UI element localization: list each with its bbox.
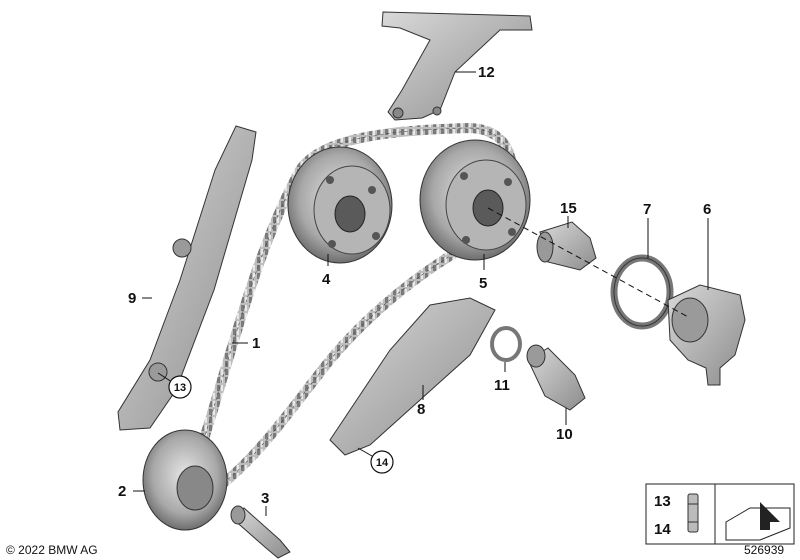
callout-8: 8 <box>417 401 425 418</box>
callout-15: 15 <box>560 200 577 217</box>
tensioner-rail-part-9 <box>117 125 257 431</box>
callout-2: 2 <box>118 483 126 500</box>
copyright-text: © 2022 BMW AG <box>6 543 98 557</box>
leader-lines <box>133 71 709 516</box>
callout-12: 12 <box>478 64 495 81</box>
timing-chain-part-1 <box>185 122 518 505</box>
sealing-ring-part-7 <box>610 254 674 330</box>
callout-10: 10 <box>556 426 573 443</box>
assembly-axis-line <box>487 207 691 319</box>
callout-6: 6 <box>703 201 711 218</box>
callout-5: 5 <box>479 275 487 292</box>
callout-7: 7 <box>643 201 651 218</box>
callout-1: 1 <box>252 335 260 352</box>
sealing-ring-part-11 <box>490 326 522 362</box>
solenoid-part-6 <box>667 284 746 386</box>
clip-icon <box>687 493 699 533</box>
svg-text:13: 13 <box>174 382 186 394</box>
bolt-part-3 <box>230 505 291 559</box>
circled-callout-13: 13 <box>168 375 192 399</box>
legend-item-13: 13 <box>654 493 671 510</box>
guide-rail-part-8 <box>329 297 496 456</box>
callout-11: 11 <box>494 377 510 394</box>
central-valve-part-15 <box>536 221 597 271</box>
legend-item-14: 14 <box>654 521 671 538</box>
camshaft-adjuster-part-4 <box>287 146 393 264</box>
camshaft-adjuster-part-5 <box>419 139 531 261</box>
legend-box: 13 14 <box>645 483 795 545</box>
circled-callout-14: 14 <box>370 450 394 474</box>
orientation-arrow-icon <box>725 502 791 541</box>
chain-tensioner-part-10 <box>526 344 586 411</box>
callout-9: 9 <box>128 290 136 307</box>
callout-4: 4 <box>322 271 331 288</box>
callout-3: 3 <box>261 490 269 507</box>
bracket-part-12 <box>381 11 533 121</box>
diagram-number: 526939 <box>744 543 784 557</box>
crankshaft-sprocket-part-2 <box>142 429 228 531</box>
svg-text:14: 14 <box>376 457 389 469</box>
